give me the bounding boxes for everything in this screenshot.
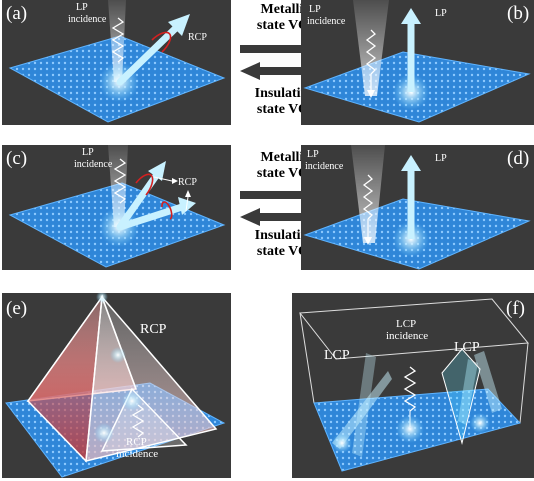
panel-f-illustration: LCP LCP LCP incidence bbox=[299, 298, 529, 472]
incidence-label-2: incidence bbox=[386, 330, 428, 342]
panel-label: (a) bbox=[6, 3, 28, 24]
panel-label: (b) bbox=[507, 3, 530, 24]
panel-b: LP incidence LP (b) bbox=[301, 0, 534, 125]
metallic-state: state VO₂ bbox=[256, 18, 314, 33]
incidence-cone bbox=[100, 387, 188, 452]
output-label: LP bbox=[435, 153, 447, 164]
right-arrow-icon bbox=[240, 186, 330, 204]
wave-icon bbox=[113, 158, 127, 204]
panel-d: LP incidence LP (d) bbox=[301, 145, 534, 270]
metallic-label: Metallic bbox=[260, 2, 310, 17]
insulating-label: Insulating bbox=[254, 86, 316, 101]
switch-labels-bottom: Insulating state VO₂ bbox=[235, 86, 335, 118]
wave-icon bbox=[365, 29, 377, 75]
incidence-label-1: LCP bbox=[396, 318, 416, 330]
insulating-state: state VO₂ bbox=[256, 102, 314, 117]
wave-icon bbox=[131, 404, 145, 438]
metallic-state: state VO₂ bbox=[256, 166, 314, 181]
beam-left-2 bbox=[352, 353, 376, 457]
incidence-label-1: RCP bbox=[126, 436, 147, 448]
switch-labels-top-2: Metallic state VO₂ bbox=[235, 150, 335, 182]
switch-labels-top: Metallic state VO₂ bbox=[235, 2, 335, 34]
panel-b-illustration: LP incidence LP bbox=[303, 0, 531, 123]
incidence-label-1: LP bbox=[309, 4, 321, 15]
wave-icon bbox=[403, 366, 417, 412]
incident-beam bbox=[353, 0, 389, 96]
panel-c-illustration: LP incidence RCP bbox=[8, 145, 226, 268]
incidence-label-1: LP bbox=[76, 2, 88, 13]
beam-right-2 bbox=[474, 351, 502, 413]
incidence-label-2: incidence bbox=[307, 16, 346, 27]
metallic-label: Metallic bbox=[260, 150, 310, 165]
left-arrow-icon bbox=[240, 208, 330, 226]
rcp-rotation-icon-1 bbox=[135, 173, 154, 196]
panel-label: (e) bbox=[6, 298, 28, 319]
wave-icon bbox=[362, 174, 374, 220]
incidence-label-1: LP bbox=[82, 147, 94, 158]
output-label: RCP bbox=[178, 177, 197, 188]
panel-a-illustration: LP incidence RCP bbox=[8, 0, 226, 123]
output-label: LP bbox=[435, 8, 447, 19]
output-label-right: LCP bbox=[454, 340, 480, 355]
incidence-label-2: incidence bbox=[74, 159, 113, 170]
right-arrow-icon bbox=[240, 40, 330, 58]
panel-a: LP incidence RCP (a) bbox=[2, 0, 231, 125]
rcp-cone-right bbox=[85, 295, 218, 462]
output-label: RCP bbox=[140, 322, 167, 337]
output-label: RCP bbox=[188, 32, 207, 43]
rcp-rotation-icon-2 bbox=[161, 201, 173, 220]
panel-label: (d) bbox=[507, 148, 530, 169]
panel-e: RCP RCP incidence (e) bbox=[2, 293, 231, 478]
wave-icon bbox=[111, 17, 125, 63]
incidence-label-2: incidence bbox=[305, 161, 344, 172]
panel-e-illustration: RCP RCP incidence bbox=[5, 293, 226, 478]
insulating-label: Insulating bbox=[254, 228, 316, 243]
rcp-rotation-icon bbox=[151, 31, 172, 53]
incidence-label-2: incidence bbox=[68, 14, 107, 25]
insulating-state: state VO₂ bbox=[256, 244, 314, 259]
left-arrow-icon bbox=[240, 62, 330, 80]
panel-label: (f) bbox=[506, 298, 525, 319]
incident-beam bbox=[108, 145, 128, 227]
switch-labels-bottom-2: Insulating state VO₂ bbox=[235, 228, 335, 260]
beam-right bbox=[458, 359, 478, 425]
panel-c: LP incidence RCP (c) bbox=[2, 145, 231, 270]
incidence-label-2: incidence bbox=[116, 448, 158, 460]
panel-label: (c) bbox=[6, 148, 28, 169]
panel-f: LCP LCP LCP incidence (f) bbox=[292, 293, 534, 478]
output-label-left: LCP bbox=[324, 348, 350, 363]
lcp-cone-right bbox=[441, 348, 481, 445]
incidence-label-1: LP bbox=[307, 149, 319, 160]
beam-left bbox=[332, 371, 392, 449]
panel-d-illustration: LP incidence LP bbox=[303, 145, 531, 270]
